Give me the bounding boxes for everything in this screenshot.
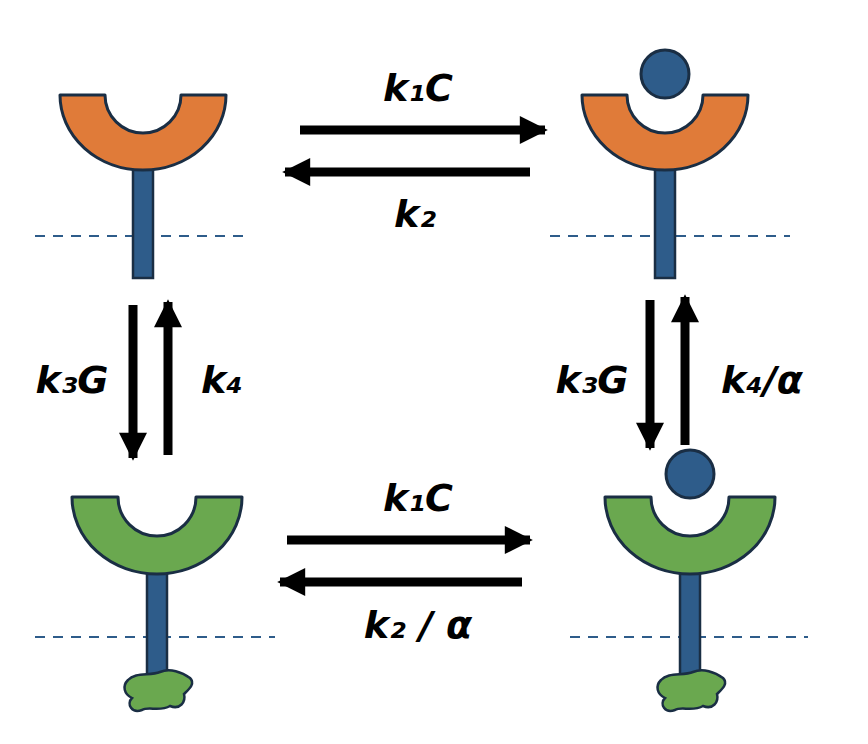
rate-constant: k₃G (555, 361, 628, 399)
reaction-arrow (133, 130, 685, 582)
receptor-cup (60, 95, 775, 574)
rate-constant: k₄/α (721, 361, 803, 399)
rate-constant: k₂ / α (364, 606, 472, 644)
rate-constant: k₂ (394, 195, 436, 233)
rate-constant: k₁C (383, 479, 453, 517)
g-protein-blob (125, 670, 726, 711)
rate-constant: k₁C (383, 69, 453, 107)
rate-constant: k₄ (201, 361, 243, 399)
rate-constant: k₃G (35, 361, 108, 399)
receptor-stem (133, 160, 700, 690)
ligand-ball (641, 50, 714, 498)
